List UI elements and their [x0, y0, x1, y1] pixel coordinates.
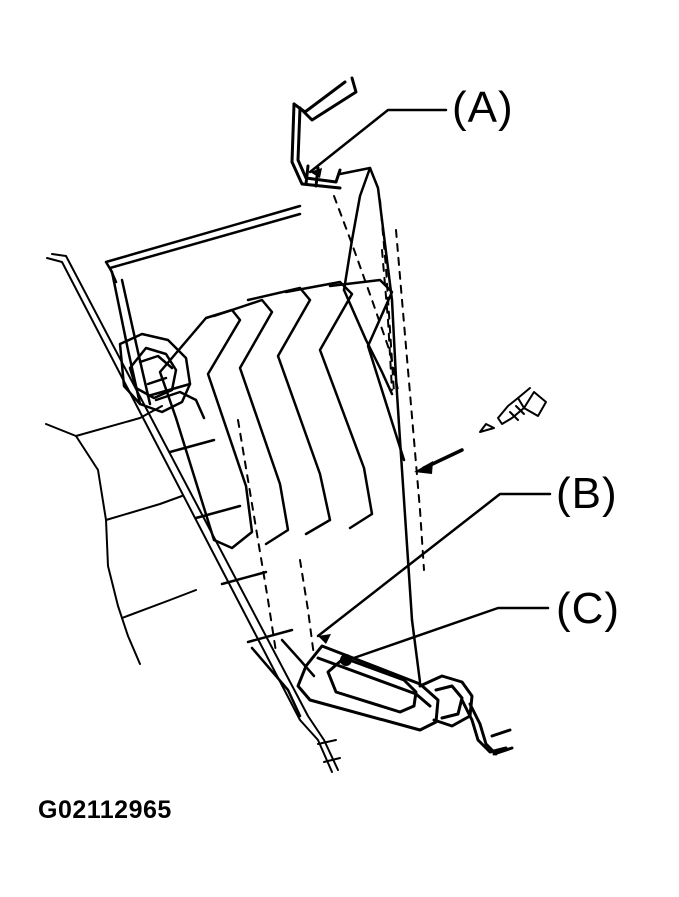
lower-hook-bracket: [296, 644, 514, 756]
leader-line-c: [346, 606, 550, 662]
leader-arrowhead-b: [318, 634, 331, 644]
side-rail-rod: [46, 253, 341, 773]
callout-label-c: (C): [556, 584, 620, 633]
upper-hook-bracket: [290, 76, 358, 190]
core-hidden-edges: [237, 229, 425, 657]
upper-shroud-panel: [338, 166, 414, 622]
callout-group: (A) (B) (C): [308, 83, 620, 662]
screw-icon: [479, 387, 547, 433]
condenser-core-fins: [146, 278, 406, 644]
figure-id-caption: G02112965: [38, 796, 172, 824]
diagram-linework: [45, 76, 547, 773]
leader-line-b: [316, 492, 552, 638]
cutaway-break-line: [45, 405, 197, 665]
callout-label-b: (B): [556, 469, 618, 518]
leader-terminal-dot: [340, 654, 352, 666]
leader-line-a: [308, 108, 448, 174]
side-tank-fitting: [118, 332, 206, 420]
callout-a: (A): [308, 83, 514, 178]
assembly-direction-arrow: [414, 448, 464, 474]
lower-shroud-panel: [250, 618, 422, 718]
annotation-group: [340, 448, 464, 666]
callout-b: (B): [316, 469, 618, 644]
callout-c: (C): [346, 584, 620, 662]
leader-arrowhead-a: [310, 168, 322, 178]
callout-label-a: (A): [452, 83, 514, 132]
